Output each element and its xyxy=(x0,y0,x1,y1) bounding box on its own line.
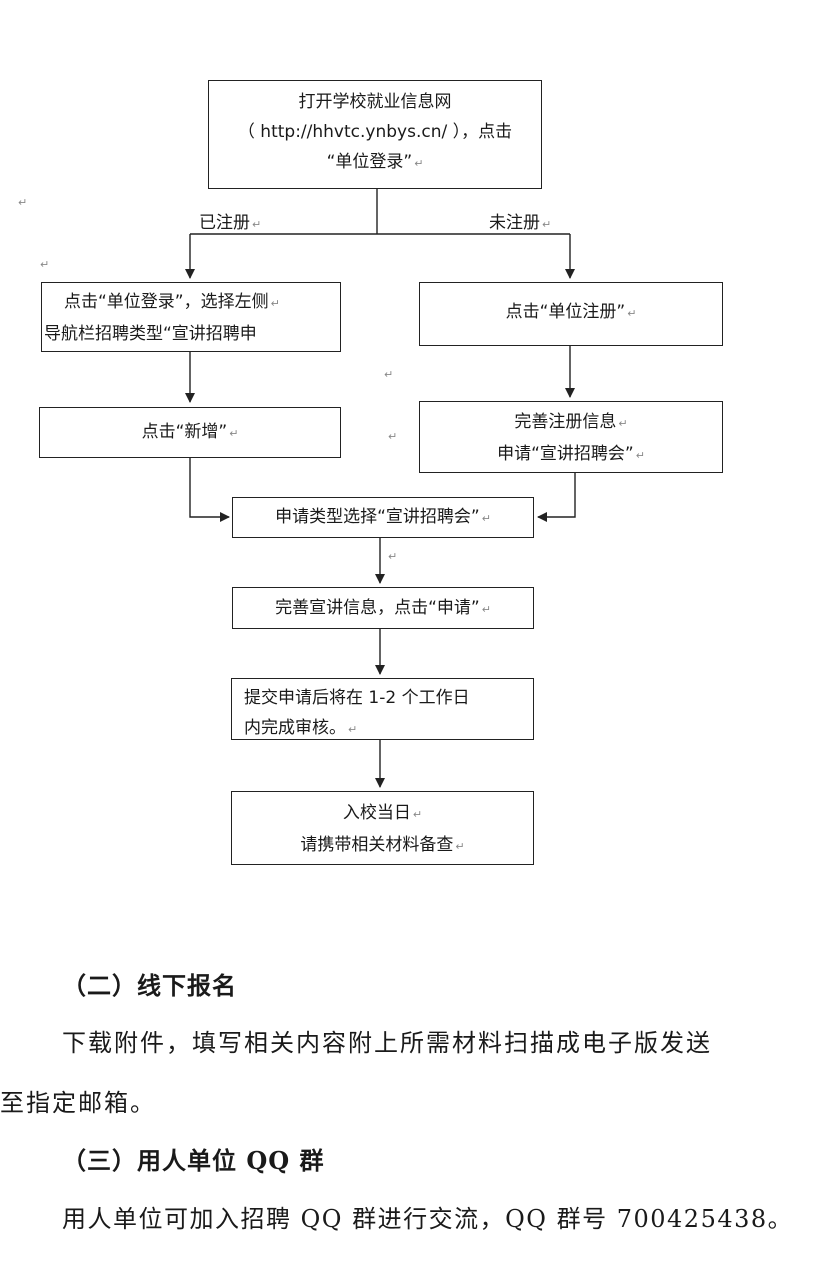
arrow-left-merge xyxy=(189,458,230,522)
visit-node: 入校当日↵ 请携带相关材料备查↵ xyxy=(231,791,534,865)
complete-info-text: 完善宣讲信息，点击“申请” xyxy=(275,598,480,618)
return-mark: ↵ xyxy=(18,196,28,209)
return-mark: ↵ xyxy=(481,603,491,616)
complete-registration-line-1: 完善注册信息 xyxy=(514,412,617,432)
complete-registration-node: 完善注册信息↵ 申请“宣讲招聘会”↵ xyxy=(419,401,723,473)
unregistered-register-text: 点击“单位注册” xyxy=(505,302,626,322)
click-add-node: 点击“新增”↵ xyxy=(39,407,341,458)
qq-text: 用人单位可加入招聘 QQ 群进行交流，QQ 群号 700425438。 xyxy=(62,1205,794,1233)
qq-heading: （三）用人单位 QQ 群 xyxy=(62,1146,325,1175)
registered-label-wrap: 已注册↵ xyxy=(199,208,261,233)
return-mark: ↵ xyxy=(635,449,645,462)
return-mark: ↵ xyxy=(40,258,50,271)
return-mark: ↵ xyxy=(542,218,552,231)
start-line-3: “单位登录” xyxy=(326,152,413,172)
return-mark: ↵ xyxy=(481,512,491,525)
return-mark: ↵ xyxy=(412,808,423,821)
click-add-text: 点击“新增” xyxy=(141,422,228,442)
return-mark: ↵ xyxy=(384,368,394,381)
review-line-1: 提交申请后将在 1-2 个工作日 xyxy=(244,688,470,708)
complete-info-node: 完善宣讲信息，点击“申请”↵ xyxy=(232,587,534,629)
visit-line-1: 入校当日 xyxy=(342,803,411,823)
return-mark: ↵ xyxy=(229,427,239,440)
flowchart-connectors xyxy=(185,189,576,788)
offline-heading: （二）线下报名 xyxy=(62,971,237,1000)
offline-text-line-2: 至指定邮箱。 xyxy=(0,1089,156,1117)
registered-login-line-1: 点击“单位登录”，选择左侧 xyxy=(64,292,269,312)
unregistered-register-node: 点击“单位注册”↵ xyxy=(419,282,723,346)
start-line-2: （ http://hhvtc.ynbys.cn/ ），点击 xyxy=(237,122,513,142)
return-mark: ↵ xyxy=(388,550,398,563)
return-mark: ↵ xyxy=(348,723,358,736)
return-mark: ↵ xyxy=(627,307,637,320)
return-mark: ↵ xyxy=(618,417,628,430)
unregistered-label-wrap: 未注册↵ xyxy=(489,208,551,233)
unregistered-label: 未注册 xyxy=(489,213,540,233)
registered-label: 已注册 xyxy=(199,213,250,233)
offline-text-line-1: 下载附件，填写相关内容附上所需材料扫描成电子版发送 xyxy=(62,1029,712,1057)
return-mark: ↵ xyxy=(455,840,465,853)
arrow-right-merge xyxy=(537,473,576,522)
review-node: 提交申请后将在 1-2 个工作日 内完成审核。↵ xyxy=(231,678,534,740)
registered-login-node: 点击“单位登录”，选择左侧↵ 导航栏招聘类型“宣讲招聘申 xyxy=(41,282,341,352)
start-line-1: 打开学校就业信息网 xyxy=(298,92,452,112)
return-mark: ↵ xyxy=(270,297,280,310)
registration-flowchart: 打开学校就业信息网 （ http://hhvtc.ynbys.cn/ ），点击 … xyxy=(18,80,723,865)
start-node: 打开学校就业信息网 （ http://hhvtc.ynbys.cn/ ），点击 … xyxy=(208,80,542,189)
select-type-text: 申请类型选择“宣讲招聘会” xyxy=(275,507,480,527)
registered-login-line-2: 导航栏招聘类型“宣讲招聘申 xyxy=(44,324,257,344)
complete-registration-line-2: 申请“宣讲招聘会” xyxy=(497,444,634,464)
return-mark: ↵ xyxy=(414,157,424,170)
return-mark: ↵ xyxy=(388,430,398,443)
visit-line-2: 请携带相关材料备查 xyxy=(300,835,454,855)
select-type-node: 申请类型选择“宣讲招聘会”↵ xyxy=(232,497,534,538)
return-mark: ↵ xyxy=(252,218,262,231)
review-line-2: 内完成审核。 xyxy=(244,718,346,738)
